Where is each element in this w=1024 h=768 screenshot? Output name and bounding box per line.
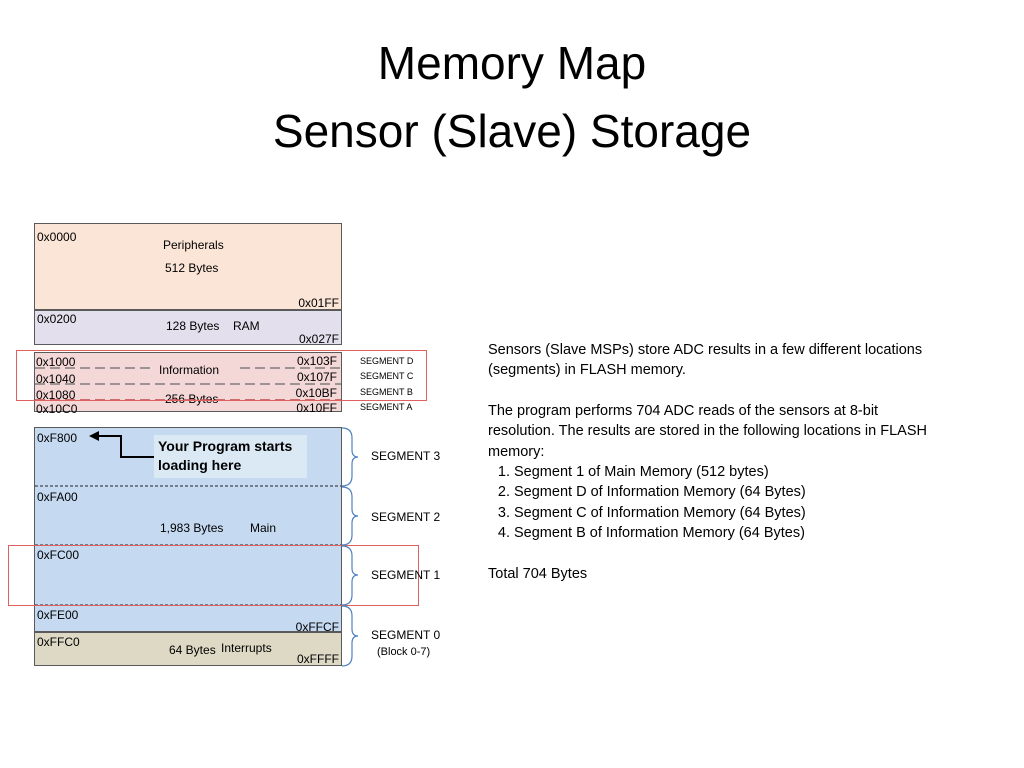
- description-para-1: Sensors (Slave MSPs) store ADC results i…: [488, 342, 923, 379]
- info-row-b-end: 0x10BF: [295, 386, 337, 400]
- callout-line-2: loading here: [158, 457, 242, 473]
- segment-0-label: SEGMENT 0: [371, 628, 441, 642]
- info-row-a-end: 0x10FF: [296, 401, 337, 415]
- info-row-b-start: 0x1080: [36, 388, 76, 402]
- highlight-information-rect: [16, 350, 427, 401]
- interrupts-block: 0xFFC0 64 Bytes Interrupts 0xFFFF: [34, 632, 342, 666]
- segment-3-label: SEGMENT 3: [371, 449, 441, 463]
- info-row-d-start: 0x1000: [36, 355, 76, 369]
- info-segment-b-label: SEGMENT B: [360, 387, 413, 397]
- peripherals-block: 0x0000 Peripherals 512 Bytes 0x01FF: [34, 223, 342, 310]
- info-row-c-end: 0x107F: [296, 370, 337, 384]
- description-list-item: Segment C of Information Memory (64 Byte…: [514, 503, 928, 523]
- segment-1-label: SEGMENT 1: [371, 568, 441, 582]
- segment-2-label: SEGMENT 2: [371, 510, 441, 524]
- ram-size: 128 Bytes: [166, 319, 220, 333]
- description-list: Segment 1 of Main Memory (512 bytes) Seg…: [488, 462, 928, 544]
- description-list-item: Segment B of Information Memory (64 Byte…: [514, 523, 928, 543]
- information-block: Information 256 Bytes 0x1000 0x103F 0x10…: [34, 352, 342, 416]
- information-size: 256 Bytes: [165, 392, 219, 406]
- description-list-item: Segment D of Information Memory (64 Byte…: [514, 482, 928, 502]
- description-list-item: Segment 1 of Main Memory (512 bytes): [514, 462, 928, 482]
- ram-block: 0x0200 128 Bytes RAM 0x027F: [34, 310, 342, 346]
- info-row-d-end: 0x103F: [296, 354, 337, 368]
- info-row-c-start: 0x1040: [36, 372, 76, 386]
- main-address-fa00: 0xFA00: [37, 490, 78, 504]
- bracket-segment-0: [341, 605, 359, 667]
- description-panel: Sensors (Slave MSPs) store ADC results i…: [488, 340, 928, 584]
- main-address-fe00: 0xFE00: [37, 608, 79, 622]
- program-start-callout: Your Program starts loading here: [154, 435, 307, 478]
- highlight-segment1-rect: [8, 545, 419, 606]
- ram-end-address: 0x027F: [298, 332, 339, 346]
- peripherals-end-address: 0x01FF: [298, 296, 339, 310]
- main-label: Main: [250, 521, 277, 535]
- main-size: 1,983 Bytes: [160, 521, 224, 535]
- bracket-segment-2: [341, 486, 359, 546]
- info-segment-d-label: SEGMENT D: [360, 356, 414, 366]
- segment-brackets: [341, 427, 359, 667]
- info-segment-a-label: SEGMENT A: [360, 402, 413, 412]
- description-total: Total 704 Bytes: [488, 565, 588, 582]
- callout-arrow-line: [96, 435, 154, 458]
- description-para-2: The program performs 704 ADC reads of th…: [488, 402, 927, 460]
- interrupts-label: Interrupts: [221, 641, 272, 655]
- callout-arrowhead: [89, 431, 99, 441]
- peripherals-start-address: 0x0000: [37, 230, 77, 244]
- main-address-f800: 0xF800: [37, 431, 78, 445]
- description-spacer-1: [488, 381, 928, 401]
- peripherals-label: Peripherals: [163, 238, 224, 252]
- main-address-fc00: 0xFC00: [37, 548, 80, 562]
- callout-line-1: Your Program starts: [158, 438, 293, 454]
- title-line-1: Memory Map: [377, 37, 647, 89]
- peripherals-size: 512 Bytes: [165, 261, 219, 275]
- bracket-segment-3: [341, 427, 359, 487]
- main-address-ffcf: 0xFFCF: [295, 620, 339, 634]
- ram-label: RAM: [233, 319, 260, 333]
- interrupts-start-address: 0xFFC0: [37, 635, 80, 649]
- title-line-2: Sensor (Slave) Storage: [272, 105, 752, 157]
- segment-0-sublabel: (Block 0-7): [377, 646, 431, 658]
- info-segment-c-label: SEGMENT C: [360, 371, 414, 381]
- bracket-segment-1: [341, 545, 359, 606]
- interrupts-size: 64 Bytes: [169, 643, 216, 657]
- information-label: Information: [159, 363, 220, 377]
- description-spacer-2: [488, 544, 928, 564]
- interrupts-end-address: 0xFFFF: [297, 652, 339, 666]
- ram-start-address: 0x0200: [37, 312, 77, 326]
- info-row-a-start: 0x10C0: [36, 402, 78, 416]
